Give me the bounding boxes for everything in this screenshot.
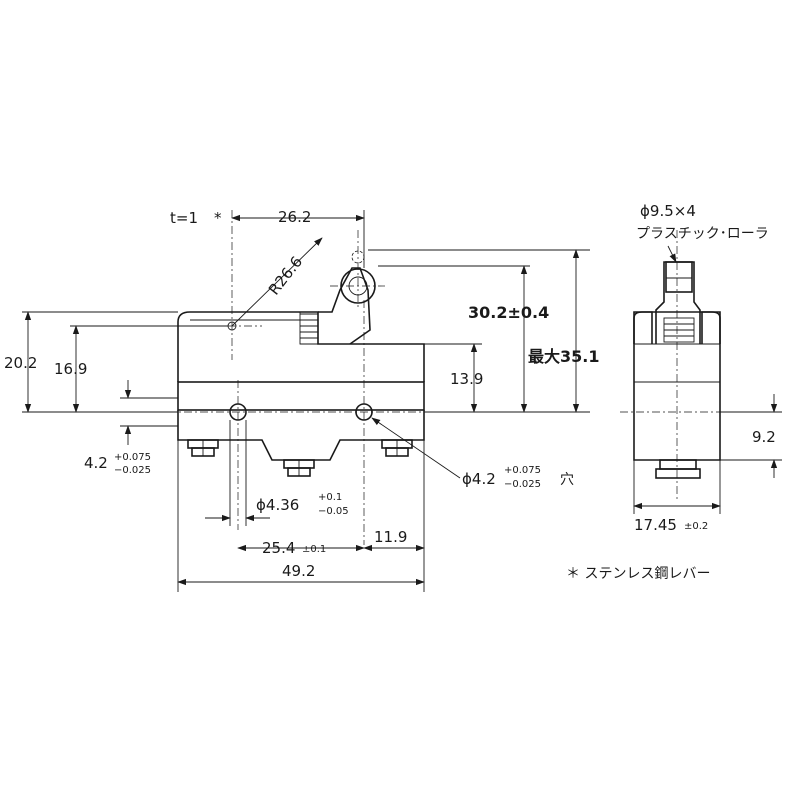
front-view-dimensions: 20.2 16.9 13.9 30.2±0.4 最大35.1 t=1 * 26.… (4, 208, 599, 592)
side-view-dimensions: ϕ9.5×4 プラスチック･ローラ 9.2 17.45 ±0.2 ＊ ステンレス… (566, 202, 782, 582)
top-cover (177, 311, 425, 382)
dim-26-2: 26.2 (278, 208, 311, 226)
side-lever (655, 261, 701, 344)
note-roller-size: ϕ9.5×4 (640, 202, 696, 220)
dim-hole-tol-plus: +0.075 (504, 465, 541, 476)
dim-hole-diameter: ϕ4.2 (462, 470, 496, 488)
dim-4-2-tol-plus: +0.075 (114, 452, 151, 463)
dim-20-2: 20.2 (4, 354, 37, 372)
switch-body-lower (177, 410, 425, 461)
dim-hole-pitch-tol: ±0.1 (302, 544, 326, 555)
dim-4-2-tol-minus: −0.025 (114, 465, 151, 476)
dim-pin-tol-minus: −0.05 (318, 506, 349, 517)
terminal-screw-right (381, 439, 413, 457)
dim-max-35-1: 最大35.1 (528, 347, 599, 366)
front-view (120, 210, 440, 545)
note-roller-material: プラスチック･ローラ (636, 226, 769, 242)
dim-17-45-tol: ±0.2 (684, 521, 708, 532)
dim-16-9: 16.9 (54, 360, 87, 378)
dim-9-2: 9.2 (752, 428, 776, 446)
dim-hole-pitch: 25.4 (262, 539, 295, 557)
side-top-cover (633, 311, 721, 344)
lever-spring (299, 311, 319, 345)
terminal-screw-middle (283, 459, 315, 477)
dim-r26-6: R26.6 (265, 253, 306, 299)
dim-asterisk: * (214, 209, 222, 227)
dim-t1: t=1 (170, 209, 198, 227)
side-view (620, 230, 735, 500)
dim-pin-tol-plus: +0.1 (318, 492, 342, 503)
dim-17-45: 17.45 (634, 516, 677, 534)
dim-49-2: 49.2 (282, 562, 315, 580)
dim-hole-suffix: 穴 (560, 472, 574, 488)
switch-body-outline (177, 381, 425, 411)
dim-pin-diameter: ϕ4.36 (256, 496, 299, 514)
dim-13-9: 13.9 (450, 370, 483, 388)
dim-30-2: 30.2±0.4 (468, 303, 549, 322)
dim-11-9: 11.9 (374, 528, 407, 546)
side-terminal (655, 459, 701, 479)
dim-hole-tol-minus: −0.025 (504, 479, 541, 490)
side-spring (663, 317, 695, 343)
terminal-screw-left (187, 439, 219, 457)
note-lever-material: ＊ ステンレス鋼レバー (566, 566, 710, 582)
lever-bracket (318, 267, 371, 345)
side-roller (665, 261, 693, 293)
dim-4-2: 4.2 (84, 454, 108, 472)
